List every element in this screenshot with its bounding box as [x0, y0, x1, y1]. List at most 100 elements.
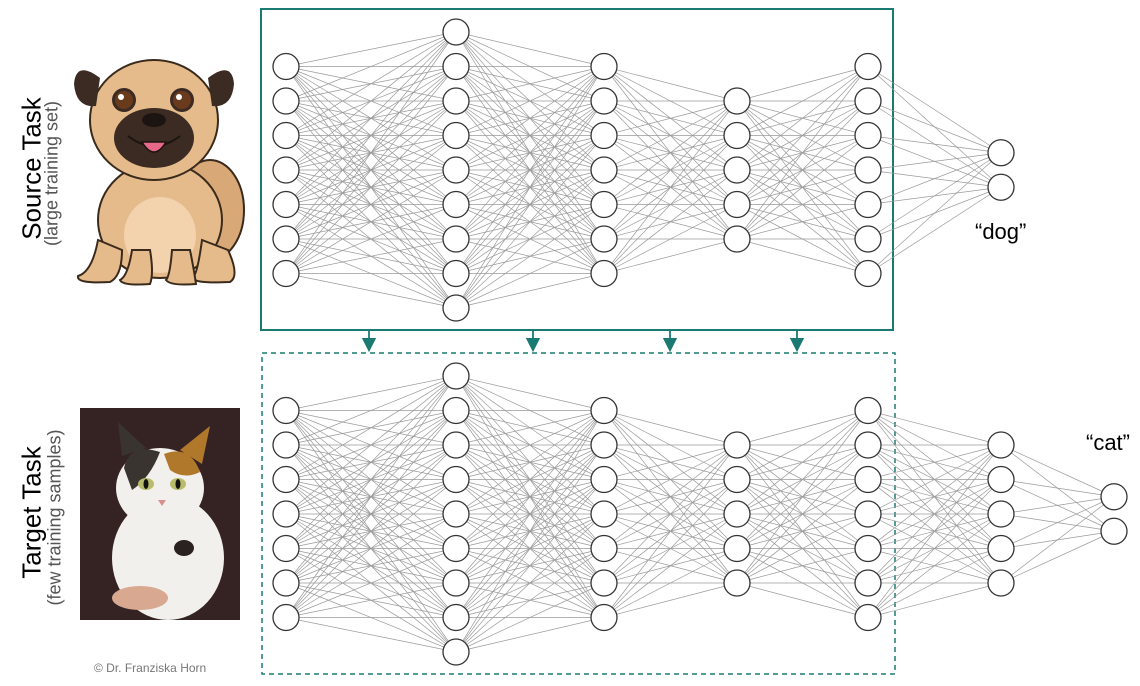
network-edge	[285, 582, 457, 618]
network-node	[854, 569, 882, 597]
network-node	[272, 156, 300, 184]
network-edge	[455, 66, 605, 171]
network-edge	[867, 186, 1002, 274]
network-edge	[867, 100, 1002, 154]
network-edge	[603, 135, 738, 274]
network-edge	[455, 410, 605, 446]
network-node	[1100, 517, 1128, 545]
network-node	[590, 465, 618, 494]
calico-cat-photo	[80, 408, 240, 620]
target-task-subtitle: (few training samples)	[44, 429, 65, 606]
network-node	[987, 500, 1015, 528]
network-node	[723, 465, 751, 494]
network-edge	[736, 100, 869, 240]
network-layer-4	[723, 87, 751, 253]
network-node	[272, 259, 300, 288]
network-edge	[736, 444, 869, 584]
source-task-subtitle: (large training set)	[41, 100, 62, 247]
network-node	[442, 225, 470, 253]
network-edge	[285, 375, 457, 584]
network-node	[272, 603, 300, 632]
network-node	[723, 534, 751, 563]
network-edge	[455, 410, 605, 653]
network-edge	[455, 238, 605, 309]
network-edge	[736, 66, 869, 240]
network-node	[272, 52, 300, 81]
network-node	[442, 18, 470, 46]
network-layer-6	[987, 431, 1015, 597]
target-network-frame	[261, 352, 896, 675]
network-edge	[736, 410, 869, 584]
network-edge	[285, 513, 457, 618]
target-task-title: Target Task	[16, 446, 47, 579]
network-edge	[736, 548, 869, 584]
network-edge	[455, 100, 605, 309]
network-edge	[867, 444, 1002, 515]
network-node	[590, 396, 618, 425]
network-edge	[867, 479, 1002, 618]
network-edge	[455, 444, 605, 653]
network-node	[854, 52, 882, 81]
pug-dog-illustration	[74, 59, 245, 286]
network-edge	[455, 410, 605, 584]
edge-group	[285, 375, 1115, 653]
network-node	[723, 156, 751, 184]
network-node	[987, 173, 1015, 201]
network-layer-7	[1100, 483, 1128, 545]
network-node	[272, 569, 300, 597]
network-node	[590, 534, 618, 563]
network-edge	[455, 66, 605, 240]
network-layer-1	[272, 396, 300, 632]
network-edge	[285, 31, 457, 171]
network-edge	[285, 31, 457, 136]
network-edge	[455, 410, 605, 618]
network-node	[723, 121, 751, 150]
network-node	[442, 534, 470, 563]
edge-group	[285, 31, 1002, 309]
network-edge	[736, 66, 869, 136]
network-layer-2	[442, 18, 470, 322]
network-edge	[285, 375, 457, 549]
network-edge	[285, 444, 457, 618]
network-edge	[867, 444, 1002, 584]
network-node	[987, 569, 1015, 597]
network-edge	[736, 66, 869, 171]
network-layer-1	[272, 52, 300, 288]
target-network	[272, 362, 1128, 666]
network-node	[442, 87, 470, 115]
network-edge	[603, 66, 738, 102]
network-edge	[455, 375, 605, 411]
network-node	[442, 465, 470, 494]
network-node	[590, 121, 618, 150]
network-edge	[1000, 479, 1115, 498]
network-node	[272, 431, 300, 459]
network-node	[987, 465, 1015, 494]
network-edge	[867, 444, 1002, 549]
network-edge	[285, 375, 457, 411]
network-node	[442, 52, 470, 81]
network-edge	[603, 169, 738, 274]
network-layer-3	[590, 52, 618, 288]
network-edge	[867, 444, 1002, 480]
network-edge	[285, 204, 457, 274]
network-edge	[455, 410, 605, 549]
network-edge	[455, 617, 605, 653]
network-edge	[736, 204, 869, 240]
network-edge	[455, 410, 605, 515]
network-edge	[867, 582, 1002, 618]
network-node	[854, 431, 882, 459]
network-edge	[455, 66, 605, 274]
source-network-frame	[260, 8, 894, 331]
network-edge	[285, 169, 457, 274]
network-node	[442, 294, 470, 322]
network-edge	[455, 548, 605, 653]
network-edge	[1000, 496, 1115, 584]
network-edge	[736, 66, 869, 102]
network-node	[854, 156, 882, 184]
network-node	[442, 259, 470, 288]
network-edge	[603, 238, 738, 274]
network-node	[723, 225, 751, 253]
network-edge	[285, 375, 457, 480]
network-node	[1100, 483, 1128, 511]
network-edge	[603, 100, 738, 136]
